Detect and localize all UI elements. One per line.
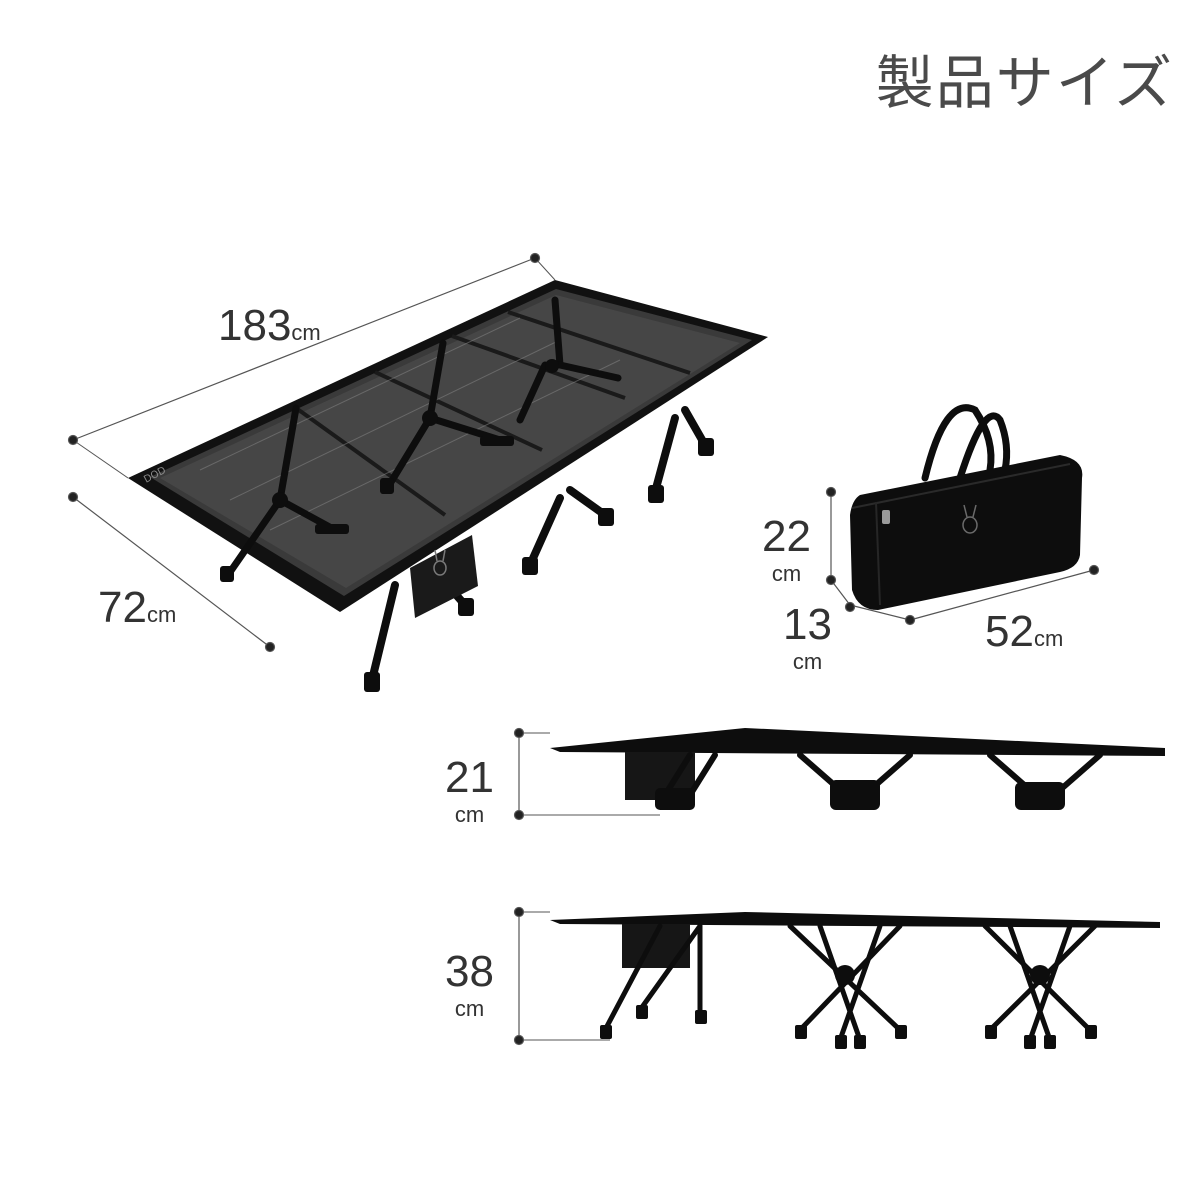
low-height-value: 21 [445,753,494,802]
bag-logo-icon [962,504,978,534]
storage-bag [825,404,1100,626]
cot-perspective: DOD [67,252,768,692]
bag-length-unit: cm [1033,626,1064,651]
bag-length-value: 52 [985,607,1034,656]
bag-height-unit: cm [771,561,802,586]
cot-side-high [513,906,1160,1049]
high-height-unit: cm [454,996,485,1021]
bag-depth-unit: cm [792,649,823,674]
width-label: 72cm [98,586,176,630]
dimension-lines-cot [67,252,556,653]
bag-depth-value: 13 [783,600,832,649]
width-value: 72 [98,583,147,632]
low-height-unit: cm [454,802,485,827]
cot-side-low [513,727,1165,821]
high-height-value: 38 [445,947,494,996]
page-title: 製品サイズ [875,49,1174,117]
rabbit-logo-icon [433,549,447,576]
length-unit: cm [291,320,321,345]
width-unit: cm [146,602,177,627]
bag-length-label: 52cm [985,610,1063,654]
length-value: 183 [218,301,292,350]
length-label: 183cm [218,304,321,348]
bag-height-value: 22 [762,512,811,561]
